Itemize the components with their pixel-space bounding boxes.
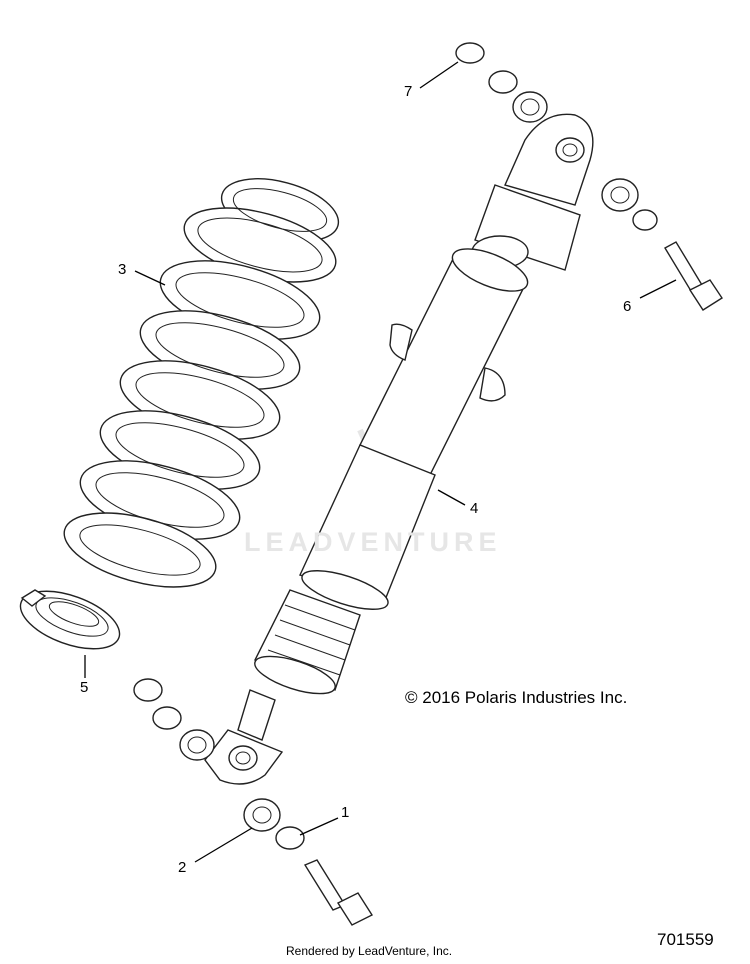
callout-1: 1: [341, 804, 350, 821]
render-credit: Rendered by LeadVenture, Inc.: [286, 944, 453, 958]
upper-hardware: [455, 42, 723, 311]
drawing-number: 701559: [657, 930, 714, 949]
spring-retainer: [19, 589, 121, 650]
lower-hardware: [133, 678, 374, 926]
callout-6: 6: [623, 298, 632, 315]
callout-4: 4: [470, 500, 479, 517]
callout-2: 2: [178, 859, 187, 876]
shock-absorber: [204, 113, 594, 785]
leader-lines: [84, 61, 677, 863]
callout-7: 7: [404, 83, 413, 100]
watermark: LEADVENTURE: [244, 527, 502, 557]
callout-3: 3: [118, 261, 127, 278]
callout-5: 5: [80, 679, 89, 696]
coil-spring: [63, 178, 340, 588]
copyright-notice: © 2016 Polaris Industries Inc.: [405, 688, 628, 707]
